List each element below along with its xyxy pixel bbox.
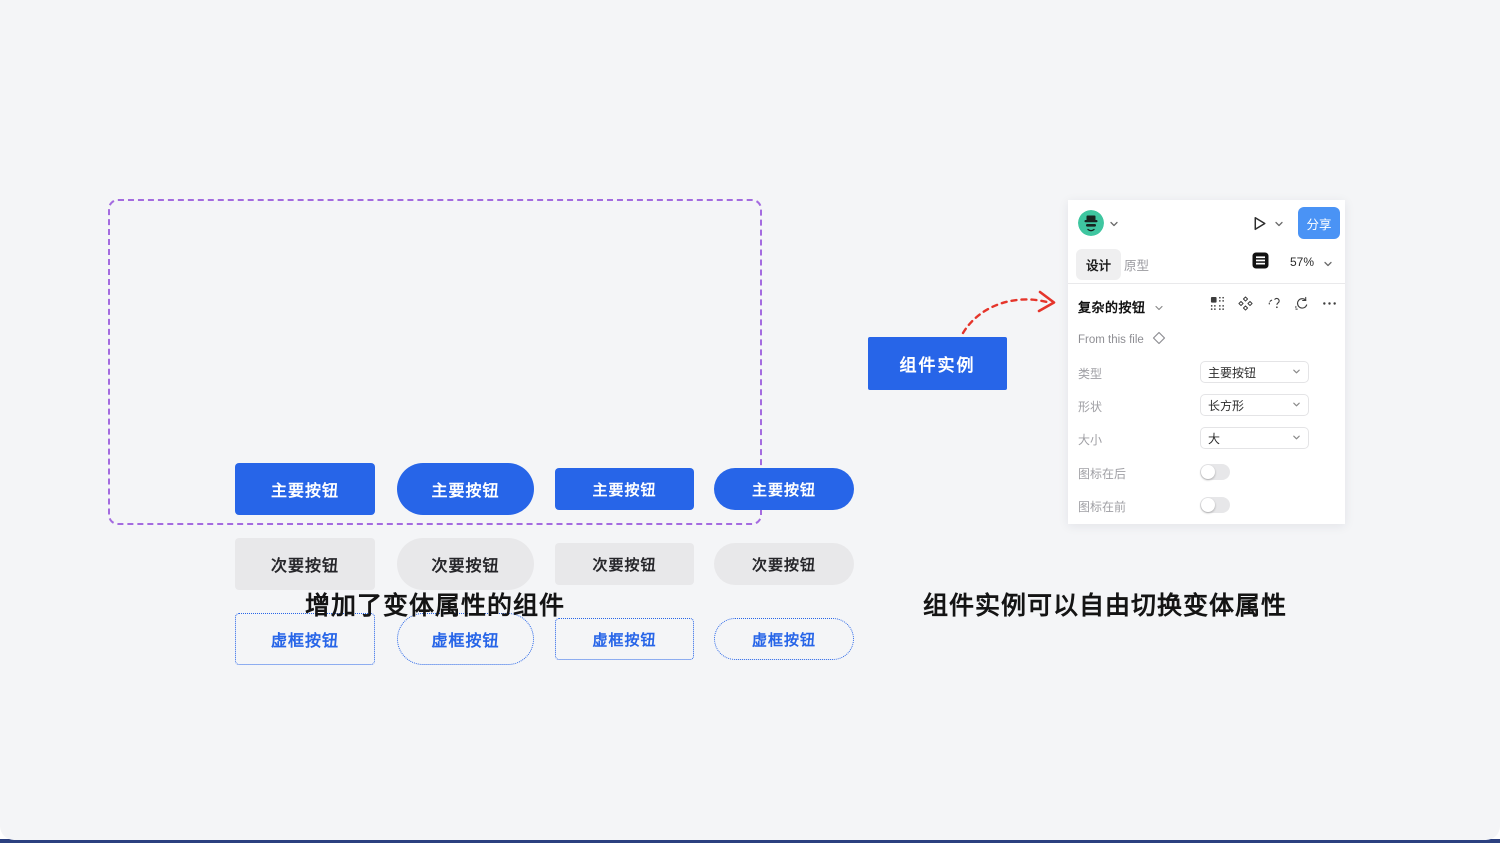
tab-design[interactable]: 设计 xyxy=(1076,249,1122,280)
component-instance-button[interactable]: 组件实例 xyxy=(868,337,1007,390)
icon-before-toggle[interactable] xyxy=(1200,497,1230,513)
share-button[interactable]: 分享 xyxy=(1298,207,1340,239)
toggle-knob xyxy=(1201,498,1215,512)
icon-after-toggle[interactable] xyxy=(1200,464,1230,480)
primary-button-rect-large[interactable]: 主要按钮 xyxy=(235,463,375,515)
tab-prototype[interactable]: 原型 xyxy=(1124,259,1150,273)
panel-tabs-row: 设计 原型 57% xyxy=(1068,246,1345,283)
play-chevron-down-icon[interactable] xyxy=(1274,218,1284,232)
variants-container: 主要按钮 主要按钮 主要按钮 主要按钮 次要按钮 次要按钮 次要按钮 次要按钮 … xyxy=(108,199,854,665)
toggle-row-icon-after: 图标在后 xyxy=(1068,464,1345,481)
secondary-button-rect-large[interactable]: 次要按钮 xyxy=(235,538,375,590)
reset-instance-icon[interactable] xyxy=(1294,296,1309,314)
caption-variants: 增加了变体属性的组件 xyxy=(304,592,565,620)
primary-button-pill-small[interactable]: 主要按钮 xyxy=(714,468,854,510)
shape-select[interactable]: 长方形 xyxy=(1200,394,1309,416)
panel-divider xyxy=(1068,283,1345,284)
component-diamond-icon[interactable] xyxy=(1152,331,1166,348)
type-select[interactable]: 主要按钮 xyxy=(1200,361,1309,383)
property-label-shape: 形状 xyxy=(1078,400,1103,414)
ghost-button-pill-small[interactable]: 虚框按钮 xyxy=(714,618,854,660)
detach-instance-icon[interactable] xyxy=(1266,296,1281,314)
component-icon[interactable] xyxy=(1238,296,1253,314)
toggle-label-icon-after: 图标在后 xyxy=(1078,467,1127,481)
user-avatar[interactable] xyxy=(1078,210,1104,236)
caption-instance: 组件实例可以自由切换变体属性 xyxy=(922,592,1287,620)
source-row: From this file xyxy=(1078,331,1166,348)
select-chevron-down-icon xyxy=(1292,431,1301,445)
zoom-level[interactable]: 57% xyxy=(1290,255,1315,269)
ghost-button-rect-small[interactable]: 虚框按钮 xyxy=(555,618,694,660)
bottom-accent-strip xyxy=(0,839,1500,843)
component-header-row: 复杂的按钮 xyxy=(1068,295,1345,317)
property-row-shape: 形状 长方形 xyxy=(1068,394,1345,416)
play-icon[interactable] xyxy=(1250,214,1269,236)
primary-button-pill-large[interactable]: 主要按钮 xyxy=(397,463,534,515)
property-label-size: 大小 xyxy=(1078,433,1103,447)
primary-button-rect-small[interactable]: 主要按钮 xyxy=(555,468,694,510)
source-label: From this file xyxy=(1078,333,1144,346)
select-chevron-down-icon xyxy=(1292,365,1301,379)
component-chevron-down-icon[interactable] xyxy=(1154,302,1164,316)
ghost-button-rect-large[interactable]: 虚框按钮 xyxy=(235,613,375,665)
toggle-knob xyxy=(1201,465,1215,479)
type-select-value: 主要按钮 xyxy=(1208,365,1257,380)
ghost-button-pill-large[interactable]: 虚框按钮 xyxy=(397,613,534,665)
toggle-label-icon-before: 图标在前 xyxy=(1078,500,1127,514)
more-icon[interactable] xyxy=(1322,296,1337,314)
property-row-size: 大小 大 xyxy=(1068,427,1345,449)
property-label-type: 类型 xyxy=(1078,367,1103,381)
dev-mode-icon[interactable] xyxy=(1252,252,1269,272)
shape-select-value: 长方形 xyxy=(1208,398,1245,413)
properties-panel: 分享 设计 原型 57% xyxy=(1068,200,1345,524)
size-select[interactable]: 大 xyxy=(1200,427,1309,449)
property-row-type: 类型 主要按钮 xyxy=(1068,361,1345,383)
secondary-button-pill-small[interactable]: 次要按钮 xyxy=(714,543,854,585)
secondary-button-rect-small[interactable]: 次要按钮 xyxy=(555,543,694,585)
avatar-chevron-down-icon[interactable] xyxy=(1109,218,1119,232)
select-chevron-down-icon xyxy=(1292,398,1301,412)
toggle-row-icon-before: 图标在前 xyxy=(1068,497,1345,514)
secondary-button-pill-large[interactable]: 次要按钮 xyxy=(397,538,534,590)
zoom-chevron-down-icon[interactable] xyxy=(1323,258,1333,272)
variant-grid-icon[interactable] xyxy=(1210,296,1225,314)
component-name[interactable]: 复杂的按钮 xyxy=(1078,300,1146,315)
panel-toolbar: 分享 xyxy=(1068,200,1345,246)
size-select-value: 大 xyxy=(1208,431,1221,446)
